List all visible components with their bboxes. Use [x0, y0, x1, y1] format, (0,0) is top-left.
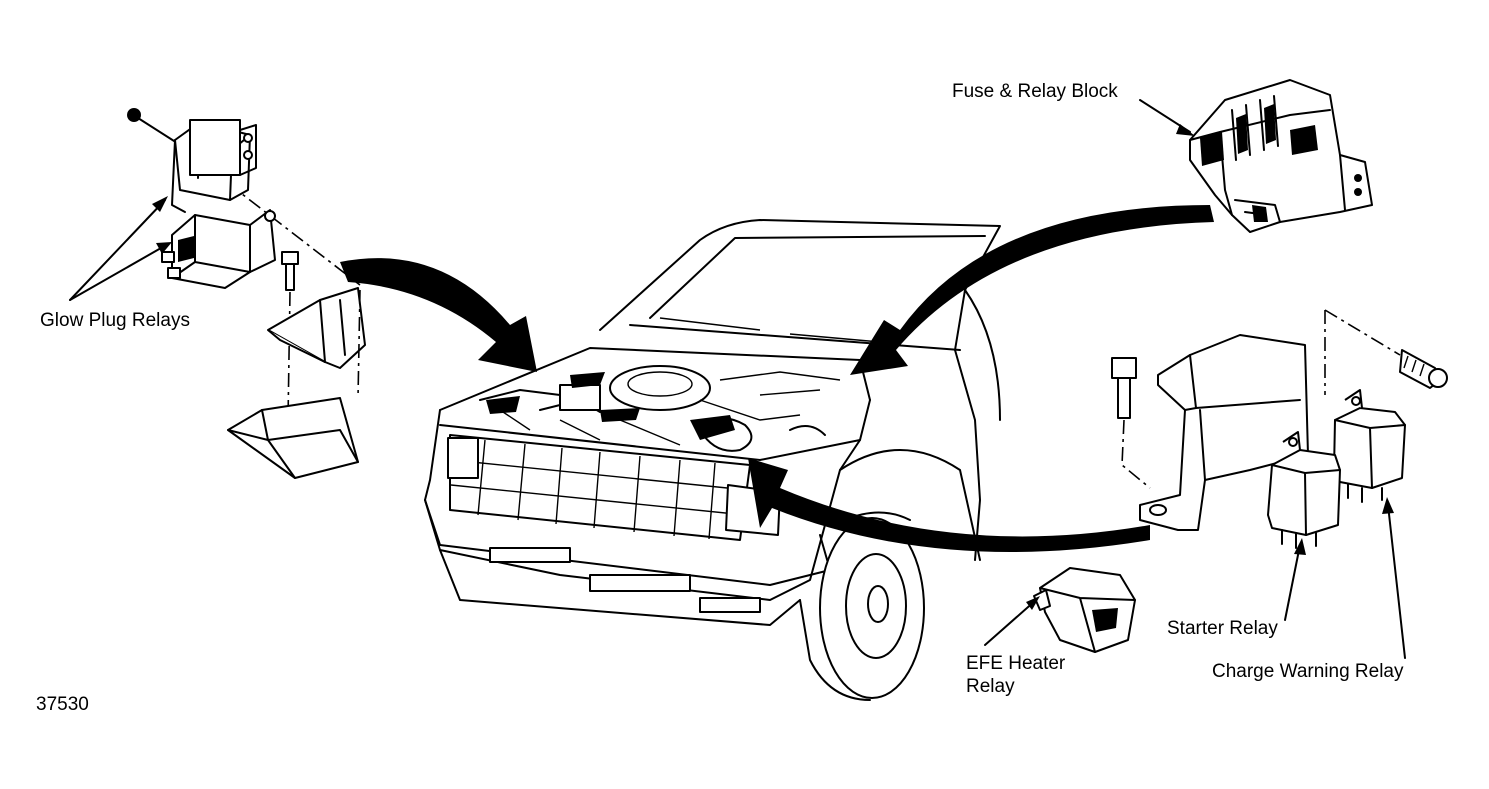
efe-heater-relay	[984, 567, 1136, 653]
arrow-glow-plug	[340, 258, 537, 372]
truck-illustration	[424, 219, 1001, 701]
arrow-fuse-block	[850, 205, 1214, 375]
pointer-starter-relay	[1284, 544, 1301, 621]
label-efe-heater-relay-line2: Relay	[966, 676, 1015, 697]
label-starter-relay: Starter Relay	[1167, 618, 1278, 639]
label-efe-heater-relay-line1: EFE Heater	[966, 653, 1066, 674]
figure-number: 37530	[36, 694, 89, 715]
pointer-glow-plug-lower	[69, 243, 169, 301]
label-charge-warning-relay: Charge Warning Relay	[1212, 661, 1404, 682]
label-glow-plug-relays: Glow Plug Relays	[40, 310, 190, 331]
pointer-charge-warning-relay	[1387, 504, 1406, 659]
relay-bracket-assembly	[1111, 309, 1448, 659]
label-fuse-relay-block: Fuse & Relay Block	[952, 81, 1118, 102]
pointer-glow-plug-upper	[69, 199, 166, 301]
pointer-efe-heater-relay	[984, 599, 1037, 646]
fuse-relay-block	[1139, 79, 1373, 233]
glow-plug-relays-assembly	[69, 108, 366, 479]
arrow-bracket-relays	[748, 458, 1150, 553]
location-arrows	[340, 205, 1214, 553]
